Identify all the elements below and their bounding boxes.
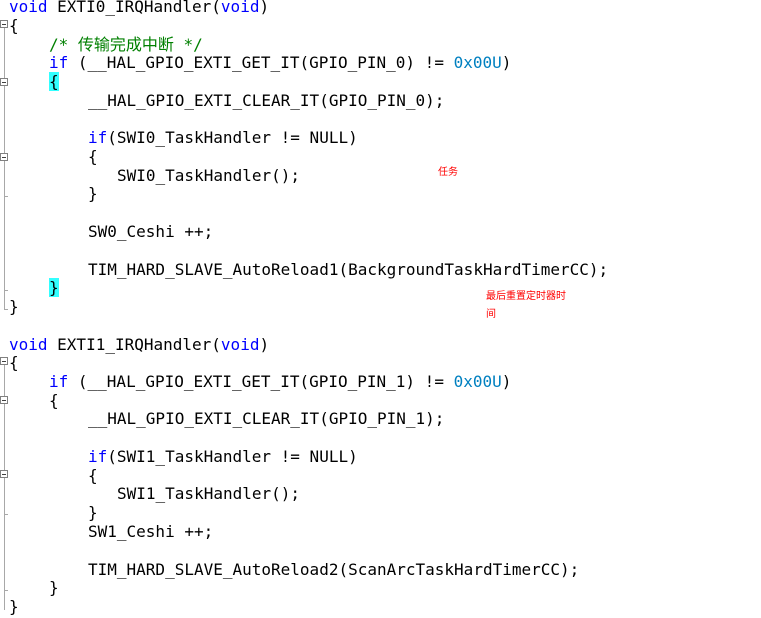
- keyword: void: [9, 335, 48, 354]
- annotation-line: 间: [486, 309, 496, 320]
- brace: }: [9, 597, 19, 616]
- brace: {: [9, 16, 19, 35]
- fold-end-marker: [4, 514, 8, 515]
- code-line-brace: }: [49, 277, 59, 299]
- keyword: if: [49, 53, 69, 72]
- code-editor[interactable]: void EXTI0_IRQHandler(void) { /* 传输完成中断 …: [9, 0, 761, 616]
- paren: ): [259, 0, 270, 16]
- fold-end-marker: [4, 290, 8, 291]
- brace: }: [88, 503, 98, 522]
- code-line-brace: {: [9, 352, 19, 374]
- brace: {: [88, 466, 98, 485]
- code-line-fn1-signature: void EXTI1_IRQHandler(void): [9, 334, 269, 356]
- brace: {: [88, 147, 98, 166]
- brace: {: [49, 391, 59, 410]
- code-line-call0: SWI0_TaskHandler();: [117, 165, 300, 187]
- code-line-brace: }: [88, 502, 98, 524]
- brace: {: [9, 353, 19, 372]
- keyword: if: [88, 128, 108, 147]
- statement: TIM_HARD_SLAVE_AutoReload1(BackgroundTas…: [88, 260, 609, 279]
- fold-collapse-icon[interactable]: [0, 357, 8, 365]
- code-line-brace: }: [49, 577, 59, 599]
- fold-guide: [4, 28, 5, 310]
- keyword: void: [9, 0, 48, 16]
- code-line-brace: }: [9, 296, 19, 318]
- code-line-brace: {: [49, 71, 59, 93]
- code-line-brace: {: [49, 390, 59, 412]
- fold-end-marker: [4, 590, 8, 591]
- condition: (__HAL_GPIO_EXTI_GET_IT(GPIO_PIN_1) !=: [68, 372, 454, 391]
- statement: __HAL_GPIO_EXTI_CLEAR_IT(GPIO_PIN_0);: [88, 91, 445, 110]
- code-line-clear1: __HAL_GPIO_EXTI_CLEAR_IT(GPIO_PIN_1);: [88, 408, 444, 430]
- statement: SWI1_TaskHandler();: [117, 484, 301, 503]
- keyword: void: [220, 0, 260, 16]
- annotation-task: 任务: [438, 167, 458, 178]
- code-line-brace: {: [88, 465, 98, 487]
- fold-end-marker: [4, 309, 8, 310]
- code-line-reload1: TIM_HARD_SLAVE_AutoReload2(ScanArcTaskHa…: [88, 559, 579, 581]
- fold-collapse-icon[interactable]: [0, 396, 8, 404]
- code-line-if1: if (__HAL_GPIO_EXTI_GET_IT(GPIO_PIN_1) !…: [49, 371, 511, 393]
- paren: ): [501, 372, 512, 391]
- brace-highlight: }: [49, 278, 59, 297]
- fold-end-marker: [4, 196, 8, 197]
- code-line-brace: }: [9, 596, 19, 618]
- paren: ): [501, 53, 512, 72]
- fold-collapse-icon[interactable]: [0, 470, 8, 478]
- brace: }: [9, 297, 19, 316]
- code-line-brace: {: [88, 146, 98, 168]
- number-literal: 0x00U: [453, 372, 502, 391]
- fold-collapse-icon[interactable]: [0, 20, 8, 28]
- code-line-comment: /* 传输完成中断 */: [49, 34, 203, 56]
- code-line-clear0: __HAL_GPIO_EXTI_CLEAR_IT(GPIO_PIN_0);: [88, 90, 444, 112]
- fold-collapse-icon[interactable]: [0, 153, 8, 161]
- keyword: void: [220, 335, 260, 354]
- code-line-reload0: TIM_HARD_SLAVE_AutoReload1(BackgroundTas…: [88, 259, 608, 281]
- code-line-fn0-signature: void EXTI0_IRQHandler(void): [9, 0, 269, 18]
- number-literal: 0x00U: [453, 53, 502, 72]
- brace: }: [49, 578, 59, 597]
- statement: SW1_Ceshi ++;: [88, 522, 214, 541]
- code-line-call1: SWI1_TaskHandler();: [117, 483, 300, 505]
- code-line-if0-null: if(SWI0_TaskHandler != NULL): [88, 127, 358, 149]
- brace-highlight: {: [49, 72, 59, 91]
- code-line-brace: }: [88, 183, 98, 205]
- condition: (__HAL_GPIO_EXTI_GET_IT(GPIO_PIN_0) !=: [68, 53, 454, 72]
- code-line-ceshi0: SW0_Ceshi ++;: [88, 221, 213, 243]
- comment: /* 传输完成中断 */: [49, 35, 203, 54]
- code-line-if0: if (__HAL_GPIO_EXTI_GET_IT(GPIO_PIN_0) !…: [49, 52, 511, 74]
- paren: ): [259, 335, 270, 354]
- keyword: if: [49, 372, 69, 391]
- brace: }: [88, 184, 98, 203]
- code-line-ceshi1: SW1_Ceshi ++;: [88, 521, 213, 543]
- function-name: EXTI0_IRQHandler(: [47, 0, 221, 16]
- code-line-if1-null: if(SWI1_TaskHandler != NULL): [88, 446, 358, 468]
- statement: SW0_Ceshi ++;: [88, 222, 214, 241]
- keyword: if: [88, 447, 108, 466]
- fold-guide: [4, 365, 5, 610]
- condition: (SWI1_TaskHandler != NULL): [107, 447, 358, 466]
- annotation-line: 最后重置定时器时: [486, 291, 566, 302]
- function-name: EXTI1_IRQHandler(: [47, 335, 221, 354]
- statement: TIM_HARD_SLAVE_AutoReload2(ScanArcTaskHa…: [88, 560, 580, 579]
- annotation-reset-timer: 最后重置定时器时 间: [486, 288, 566, 324]
- condition: (SWI0_TaskHandler != NULL): [107, 128, 358, 147]
- statement: __HAL_GPIO_EXTI_CLEAR_IT(GPIO_PIN_1);: [88, 409, 445, 428]
- statement: SWI0_TaskHandler();: [117, 166, 301, 185]
- fold-gutter: [0, 0, 9, 610]
- fold-collapse-icon[interactable]: [0, 78, 8, 86]
- code-line-brace: {: [9, 15, 19, 37]
